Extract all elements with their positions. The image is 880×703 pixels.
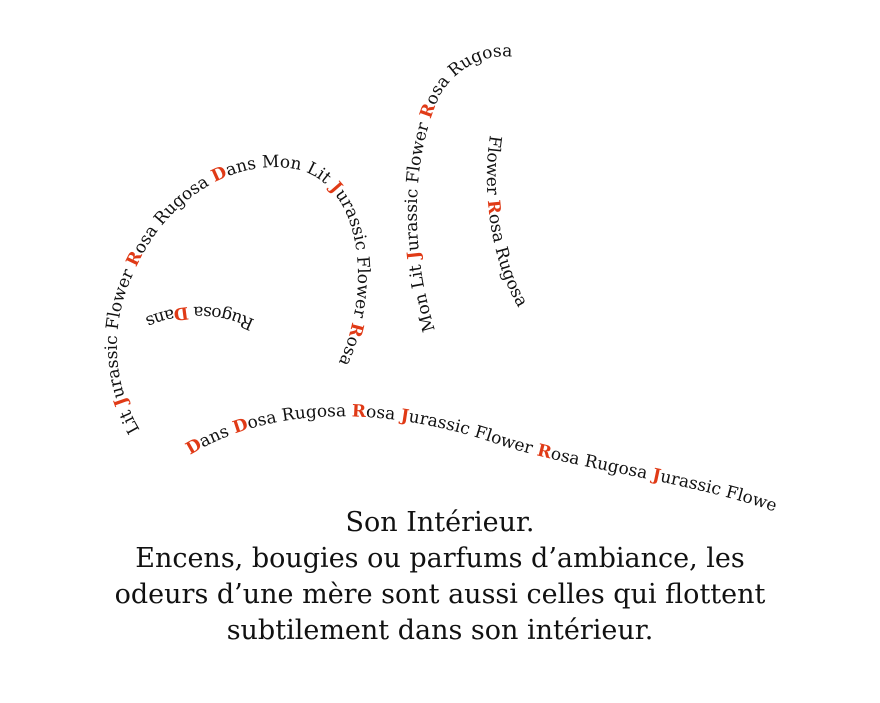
caption-line: odeurs d’une mère sont aussi celles qui … (114, 579, 766, 610)
strand-text: osa Rugosa (245, 401, 352, 433)
strand-text: Flower (482, 134, 505, 201)
strand-text: osa Rugosa (421, 41, 512, 108)
strand-text: osa Rugosa (129, 169, 217, 257)
caption-title: Son Intérieur. (345, 507, 535, 538)
strand-text: ans Mon (0, 0, 9, 5)
strand-text: urassic Flower (0, 0, 779, 516)
strand-text: urassic (0, 0, 6, 5)
strand-text: ans Mon Lit (223, 152, 340, 192)
strand-text: urassic Flower (331, 186, 373, 325)
accent-letter: D (172, 302, 189, 324)
accent-letter: J (0, 0, 4, 5)
caption-block: Son Intérieur. Encens, bougies ou parfum… (40, 505, 840, 649)
strand-text: ans (0, 0, 6, 5)
accent-letter: R (483, 199, 504, 216)
accent-letter: R (0, 0, 8, 5)
strand-text: Rugosa (187, 302, 257, 334)
strand-text: urassic Flower (0, 0, 8, 5)
strand-text: osa Rugosa (549, 444, 655, 485)
strand-text: osa Rugosa (0, 0, 8, 5)
accent-letter: D (0, 0, 8, 5)
strand-text: urassic Flower (102, 261, 141, 400)
accent-letter: D (0, 0, 8, 5)
accent-letter: D (230, 414, 250, 438)
calligram-strands: Lit Jurassic Flower Rosa Rugosa Dans Mon… (0, 0, 779, 516)
accent-letter: R (0, 0, 8, 5)
strand-text: Mon Lit (405, 258, 440, 334)
accent-letter: J (0, 0, 4, 5)
accent-letter: D (0, 0, 8, 5)
strand-text: osa (365, 402, 402, 425)
strand-text: ans Mon Lit (0, 0, 9, 5)
strand-text: urassic Flower (402, 115, 435, 252)
strand-tail: Dans Dosa Rugosa Rosa Jurassic Flower Ro… (0, 0, 779, 516)
strand-text: Lit (113, 402, 144, 437)
accent-letter: R (344, 321, 367, 340)
strand-text: ans Mon Lit (0, 0, 176, 334)
accent-letter: R (535, 441, 554, 464)
strand-left-outer: Lit Jurassic Flower Rosa Rugosa Dans Mon… (102, 152, 373, 437)
caption-line: subtilement dans son intérieur. (226, 615, 654, 646)
accent-letter: R (351, 401, 367, 422)
caption-line: Encens, bougies ou parfums d’ambiance, l… (135, 543, 745, 574)
strand-text: urassic Flower (407, 407, 540, 460)
strand-text: osa Rugosa (0, 0, 8, 5)
strand-text: osa (334, 334, 363, 369)
